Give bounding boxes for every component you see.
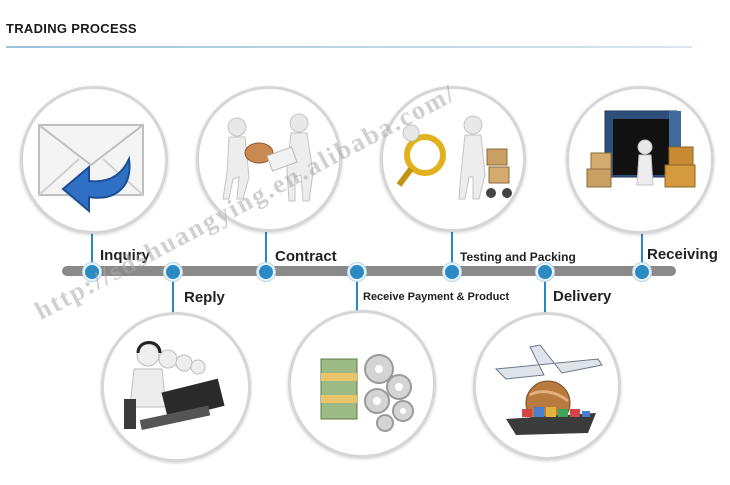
money-gears-icon	[320, 354, 414, 432]
magnifier-cart-icon	[396, 115, 512, 200]
step-label-receiving: Receiving	[647, 246, 718, 263]
connector-contract	[265, 232, 267, 272]
node-receive-payment	[348, 263, 366, 281]
page-title: TRADING PROCESS	[6, 21, 137, 36]
contract-illustration	[196, 86, 342, 232]
connector-testing-packing	[451, 228, 453, 272]
node-receiving	[633, 263, 651, 281]
envelope-reply-icon	[38, 124, 144, 214]
connector-receiving	[641, 232, 643, 272]
step-label-testing-packing: Testing and Packing	[460, 250, 576, 264]
connector-inquiry	[91, 232, 93, 272]
inquiry-illustration	[20, 86, 168, 234]
connector-delivery	[544, 272, 546, 316]
receive-payment-illustration	[288, 310, 436, 458]
delivery-illustration	[473, 312, 621, 460]
step-label-reply: Reply	[184, 289, 225, 306]
timeline-bar	[62, 266, 676, 276]
header-divider	[6, 46, 692, 48]
step-label-contract: Contract	[275, 248, 337, 265]
reply-illustration	[101, 312, 251, 462]
container-boxes-icon	[586, 110, 696, 188]
node-testing-packing	[443, 263, 461, 281]
step-label-delivery: Delivery	[553, 288, 612, 305]
node-delivery	[536, 263, 554, 281]
call-center-icon	[124, 341, 225, 430]
node-contract	[257, 263, 275, 281]
plane-ship-icon	[494, 344, 603, 435]
testing-packing-illustration	[380, 86, 526, 232]
step-label-receive-payment: Receive Payment & Product	[363, 291, 510, 303]
connector-receive-payment	[356, 272, 358, 312]
connector-reply	[172, 272, 174, 314]
node-inquiry	[83, 263, 101, 281]
node-reply	[164, 263, 182, 281]
receiving-illustration	[566, 86, 714, 234]
step-label-inquiry: Inquiry	[100, 247, 151, 264]
handshake-document-icon	[222, 113, 314, 202]
